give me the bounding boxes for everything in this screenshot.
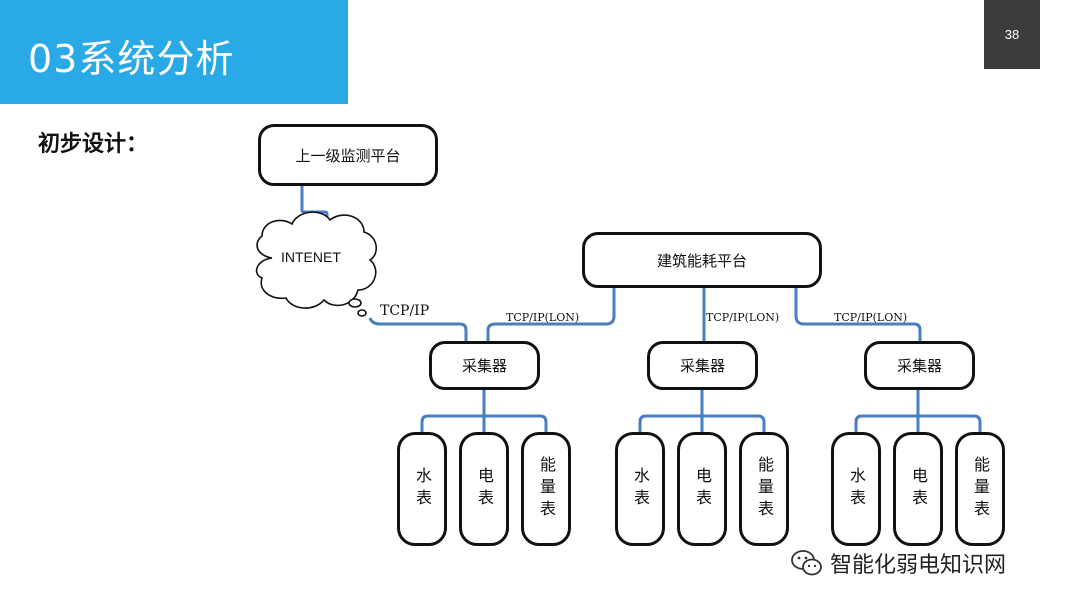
collector-1: 采集器 bbox=[429, 341, 540, 390]
energy-meter-2: 能量表 bbox=[739, 432, 789, 546]
title-bar: 03系统分析 bbox=[0, 0, 348, 104]
cloud-label: INTENET bbox=[281, 249, 341, 265]
energy-meter-3: 能量表 bbox=[955, 432, 1005, 546]
section-heading: 初步设计： bbox=[38, 131, 149, 157]
brand-watermark: 智能化弱电知识网 bbox=[790, 547, 1006, 579]
internet-cloud-icon bbox=[255, 211, 377, 317]
energy-meter-1: 能量表 bbox=[521, 432, 571, 546]
page-number: 38 bbox=[984, 0, 1040, 69]
building-energy-platform: 建筑能耗平台 bbox=[582, 232, 822, 288]
electric-meter-1: 电表 bbox=[459, 432, 509, 546]
collector-2: 采集器 bbox=[647, 341, 758, 390]
water-meter-3: 水表 bbox=[831, 432, 881, 546]
cloud-link-label: TCP/IP bbox=[380, 303, 430, 319]
link-cloud-to-collector-1 bbox=[368, 317, 468, 341]
wechat-icon bbox=[791, 550, 822, 576]
link-platform-to-collector-3 bbox=[794, 288, 922, 341]
water-meter-1: 水表 bbox=[397, 432, 447, 546]
link-label-1: TCP/IP(LON) bbox=[506, 311, 580, 324]
collector-3: 采集器 bbox=[864, 341, 975, 390]
water-meter-2: 水表 bbox=[615, 432, 665, 546]
top-monitoring-platform: 上一级监测平台 bbox=[258, 124, 438, 186]
link-collector-1-branches bbox=[420, 414, 548, 434]
electric-meter-3: 电表 bbox=[893, 432, 943, 546]
link-collector-2-branches bbox=[638, 414, 766, 434]
link-label-3: TCP/IP(LON) bbox=[834, 311, 908, 324]
link-collector-3-branches bbox=[854, 414, 982, 434]
link-label-2: TCP/IP(LON) bbox=[706, 311, 780, 324]
slide-title: 03系统分析 bbox=[28, 37, 235, 81]
electric-meter-2: 电表 bbox=[677, 432, 727, 546]
brand-name: 智能化弱电知识网 bbox=[830, 553, 1007, 578]
link-platform-to-collector-1 bbox=[486, 288, 616, 341]
